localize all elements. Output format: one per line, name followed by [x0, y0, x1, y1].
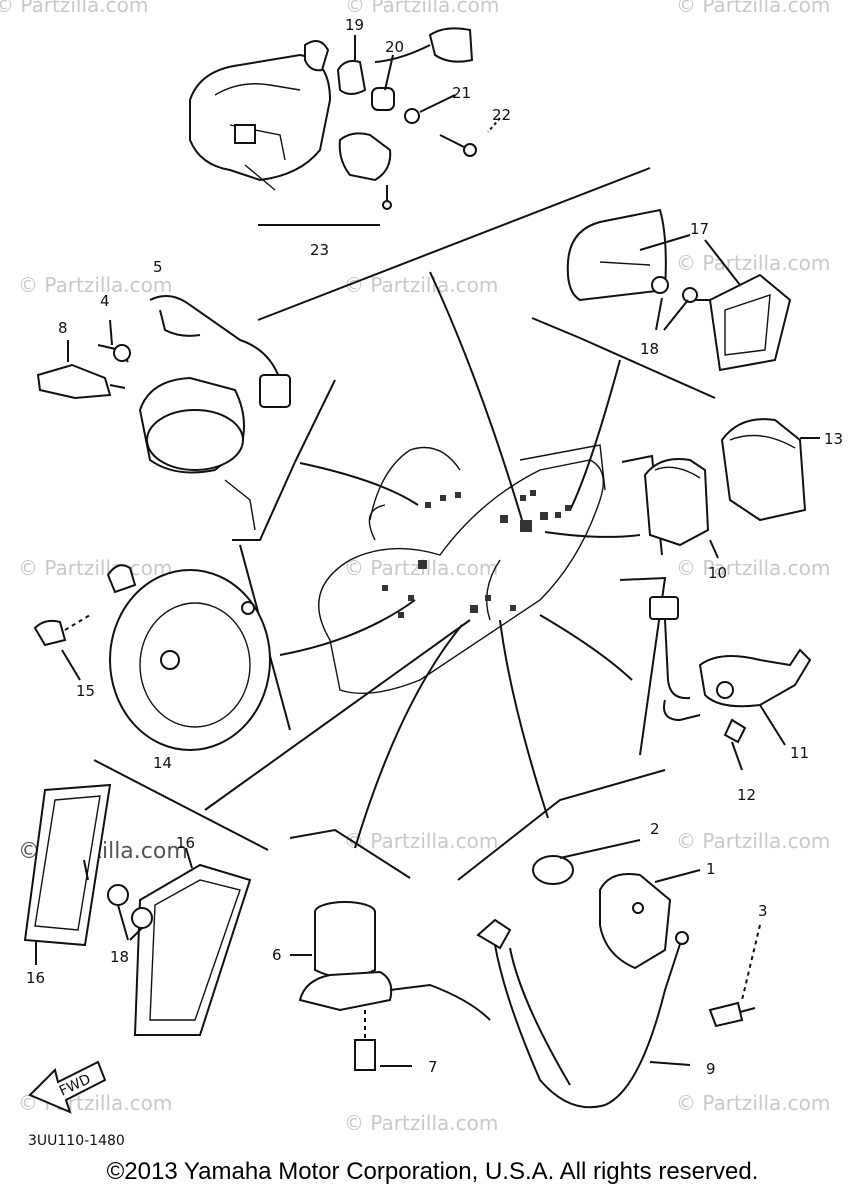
neutral-switch-group: [649, 596, 812, 771]
watermark: © Partzilla.com: [18, 273, 172, 297]
callout-16b: 16: [176, 834, 195, 852]
ignition-coil-group: [36, 295, 291, 531]
watermark: © Partzilla.com: [345, 0, 499, 17]
callout-1: 1: [706, 860, 716, 878]
watermark: © Partzilla.com: [676, 0, 830, 17]
callout-11: 11: [790, 744, 809, 762]
callout-20: 20: [385, 38, 404, 56]
callout-18b: 18: [110, 948, 129, 966]
callout-10: 10: [708, 564, 727, 582]
callout-15: 15: [76, 682, 95, 700]
solenoid-group: [290, 901, 491, 1071]
main-switch-assembly: [189, 27, 501, 226]
watermark: © Partzilla.com: [676, 829, 830, 853]
front-turn-signal-group: [23, 783, 252, 1036]
callout-17: 17: [690, 220, 709, 238]
callout-4: 4: [100, 292, 110, 310]
callout-7: 7: [428, 1058, 438, 1076]
copyright-notice: ©2013 Yamaha Motor Corporation, U.S.A. A…: [106, 1158, 759, 1185]
callout-16a: 16: [26, 969, 45, 987]
callout-12: 12: [737, 786, 756, 804]
watermark: © Partzilla.com: [18, 556, 172, 580]
diagram-code: 3UU110-1480: [28, 1133, 125, 1149]
wiring-leaders: [204, 271, 641, 849]
relay-group: [643, 418, 820, 559]
callout-labels: 1 2 3 4 5 6 7 8 9 10 11 12 13 14 15 16 1…: [26, 16, 843, 1078]
callout-21: 21: [452, 84, 471, 102]
horn-group: [33, 564, 271, 751]
callout-13: 13: [824, 430, 843, 448]
watermark: © Partzilla.com: [0, 0, 148, 17]
watermark: © Partzilla.com: [676, 251, 830, 275]
watermark: © Partzilla.com: [344, 1111, 498, 1135]
callout-9: 9: [706, 1060, 716, 1078]
callout-3: 3: [758, 902, 768, 920]
callout-8: 8: [58, 319, 68, 337]
callout-14: 14: [153, 754, 172, 772]
callout-22: 22: [492, 106, 511, 124]
callout-6: 6: [272, 946, 282, 964]
callout-2: 2: [650, 820, 660, 838]
watermark: © Partzilla.com: [676, 1091, 830, 1115]
callout-18a: 18: [640, 340, 659, 358]
callout-5: 5: [153, 258, 163, 276]
sensor-group: [476, 839, 761, 1109]
fwd-arrow-icon: FWD: [28, 1060, 107, 1114]
rear-turn-signal-group: [566, 208, 792, 372]
watermark: © Partzilla.com: [676, 556, 830, 580]
watermark: © Partzilla.com: [344, 829, 498, 853]
callout-23: 23: [310, 241, 329, 259]
watermark: © Partzilla.com: [344, 273, 498, 297]
section-brackets: [93, 167, 716, 881]
callout-19: 19: [345, 16, 364, 34]
frame-outline: [318, 444, 606, 694]
